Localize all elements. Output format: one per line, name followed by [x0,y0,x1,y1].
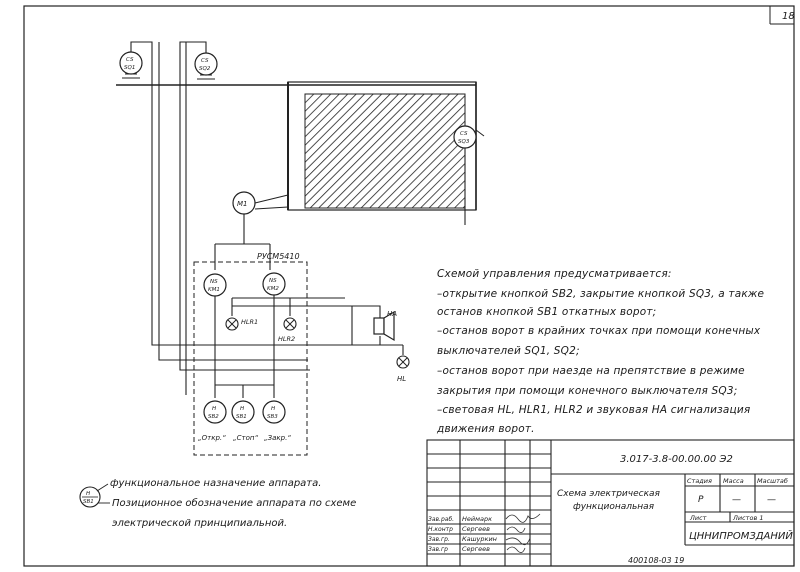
legend-line-2: Позиционное обозначение аппарата по схем… [112,498,357,509]
label-btn-open: „Откр.“ [198,434,226,442]
label-sb3: SB3 [267,414,278,420]
legend-symbol-top: H [86,491,90,497]
name-1: Неймарк [462,515,492,523]
label-starter: РУСМ5410 [257,252,300,261]
button-sb1 [231,400,255,424]
desc-line-4: –останов ворот в крайних точках при помо… [437,325,761,337]
contactor-km1 [203,273,227,297]
footer-stamp: 400108-03 19 [628,556,684,565]
label-sb1: SB1 [236,414,247,420]
desc-line-5: выключателей SQ1, SQ2; [437,345,580,357]
stage-value: Р [698,495,704,505]
label-btn-stop: „Стоп“ [233,434,258,442]
label-h-2: H [240,406,244,412]
legend-symbol-bottom: SB1 [83,499,94,505]
label-ns-2: NS [269,278,277,284]
gate-block [116,81,485,211]
role-2: Н.контр [428,526,453,533]
scale-value: — [767,495,776,505]
label-cs-3: CS [460,131,468,137]
label-hlr1: HLR1 [241,318,258,326]
label-km2: KM2 [267,286,279,292]
label-sq2: SQ2 [199,66,211,72]
desc-line-3: останов кнопкой SB1 откатных ворот; [437,306,657,318]
doc-code: 3.017-3.8-00.00.00 Э2 [620,454,733,465]
starter-enclosure [193,261,308,456]
desc-line-1: Схемой управления предусматривается: [437,268,672,280]
label-h-1: H [212,406,216,412]
button-sb2 [203,400,227,424]
label-ns-1: NS [210,279,218,285]
motor-m1 [232,191,256,215]
doc-title-line2: функциональная [573,502,655,512]
gate-hatched-area [304,93,466,209]
label-hl: HL [397,375,406,383]
label-sq3: SQ3 [458,139,470,145]
name-4: Сергеев [462,545,490,553]
horn-ha [373,310,395,342]
label-ha: HA [387,310,397,318]
legend-symbol [79,483,110,508]
label-km1: KM1 [208,287,220,293]
legend-line-1: функциональное назначение аппарата. [110,478,322,489]
legend-line-3: электрической принципиальной. [112,518,288,529]
label-btn-close: „Закр.“ [264,434,291,442]
name-3: Кашуркин [462,535,497,543]
label-m1: M1 [237,200,248,208]
role-1: Зав.раб. [428,516,454,523]
name-2: Сергеев [462,525,490,533]
label-h-3: H [271,406,275,412]
sheet-number: 18 [782,11,795,22]
desc-line-9: движения ворот. [437,423,535,435]
lamp-hlr1 [225,317,239,331]
label-sq1: SQ1 [124,65,135,71]
sheet-label: Лист [689,514,707,522]
org-name: ЦННИПРОМЗДАНИЙ [689,529,793,542]
mass-value: — [732,495,741,505]
sheets-label: Листов 1 [732,514,763,522]
signatures [505,513,541,553]
desc-line-8: –световая HL, HLR1, HLR2 и звуковая HA с… [437,404,751,416]
label-cs-1: CS [126,57,134,63]
lamp-hl [396,355,410,369]
desc-line-6: –останов ворот при наезде на препятствие… [437,365,745,377]
contactor-km2 [262,272,286,296]
role-3: Зав.гр. [428,536,450,543]
sheet-frame [23,5,795,567]
col-stage: Стадия [687,477,712,485]
desc-line-2: –открытие кнопкой SB2, закрытие кнопкой … [437,288,765,300]
desc-line-7: закрытия при помощи конечного выключател… [437,385,738,397]
label-sb2: SB2 [208,414,219,420]
doc-title-line1: Схема электрическая [557,489,661,499]
wires [130,41,466,398]
button-sb3 [262,400,286,424]
label-hlr2: HLR2 [278,335,295,343]
label-cs-2: CS [201,58,209,64]
lamp-hlr2 [283,317,297,331]
col-mass: Масса [723,477,744,485]
title-block [426,439,795,567]
col-scale: Масштаб [757,477,788,485]
role-4: Зав.гр [428,546,448,553]
